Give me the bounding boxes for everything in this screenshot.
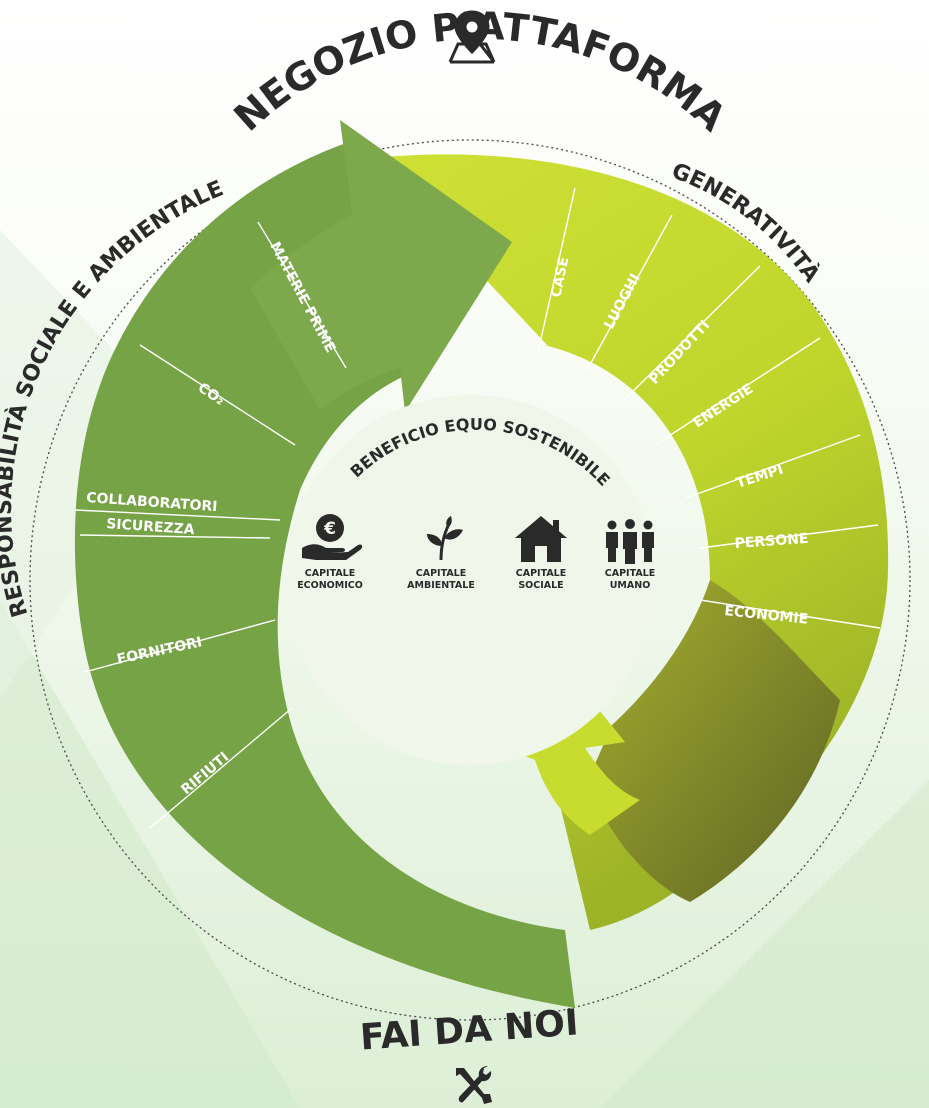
capital-umano-line1: CAPITALE	[605, 568, 655, 579]
capital-umano-line2: UMANO	[610, 580, 651, 591]
capital-economico-line1: CAPITALE	[305, 568, 355, 579]
capital-sociale-line1: CAPITALE	[516, 568, 566, 579]
bottom-label: FAI DA NOI	[359, 1002, 580, 1058]
sprout-icon	[427, 516, 463, 561]
svg-text:€: €	[323, 519, 336, 539]
tools-icon	[456, 1066, 492, 1104]
capital-ambientale-line2: AMBIENTALE	[407, 580, 475, 591]
right-dividers	[537, 187, 881, 629]
house-icon	[515, 516, 567, 562]
capital-sociale-line2: SOCIALE	[518, 580, 563, 591]
outer-dotted-ring	[29, 139, 911, 1021]
left-dividers	[74, 221, 347, 829]
top-arrow-head	[250, 120, 512, 412]
responsibility-band	[74, 140, 576, 1008]
hand-euro-icon: €	[302, 514, 363, 560]
capital-economico-line2: ECONOMICO	[297, 580, 363, 591]
center-circle	[285, 395, 655, 765]
map-pin-icon	[448, 10, 496, 64]
people-icon	[606, 519, 654, 564]
left-item-sicurezza: SICUREZZA	[106, 516, 195, 538]
capital-ambientale-line1: CAPITALE	[416, 568, 466, 579]
right-item-persone: PERSONE	[734, 531, 809, 552]
band-shadow	[588, 580, 840, 902]
